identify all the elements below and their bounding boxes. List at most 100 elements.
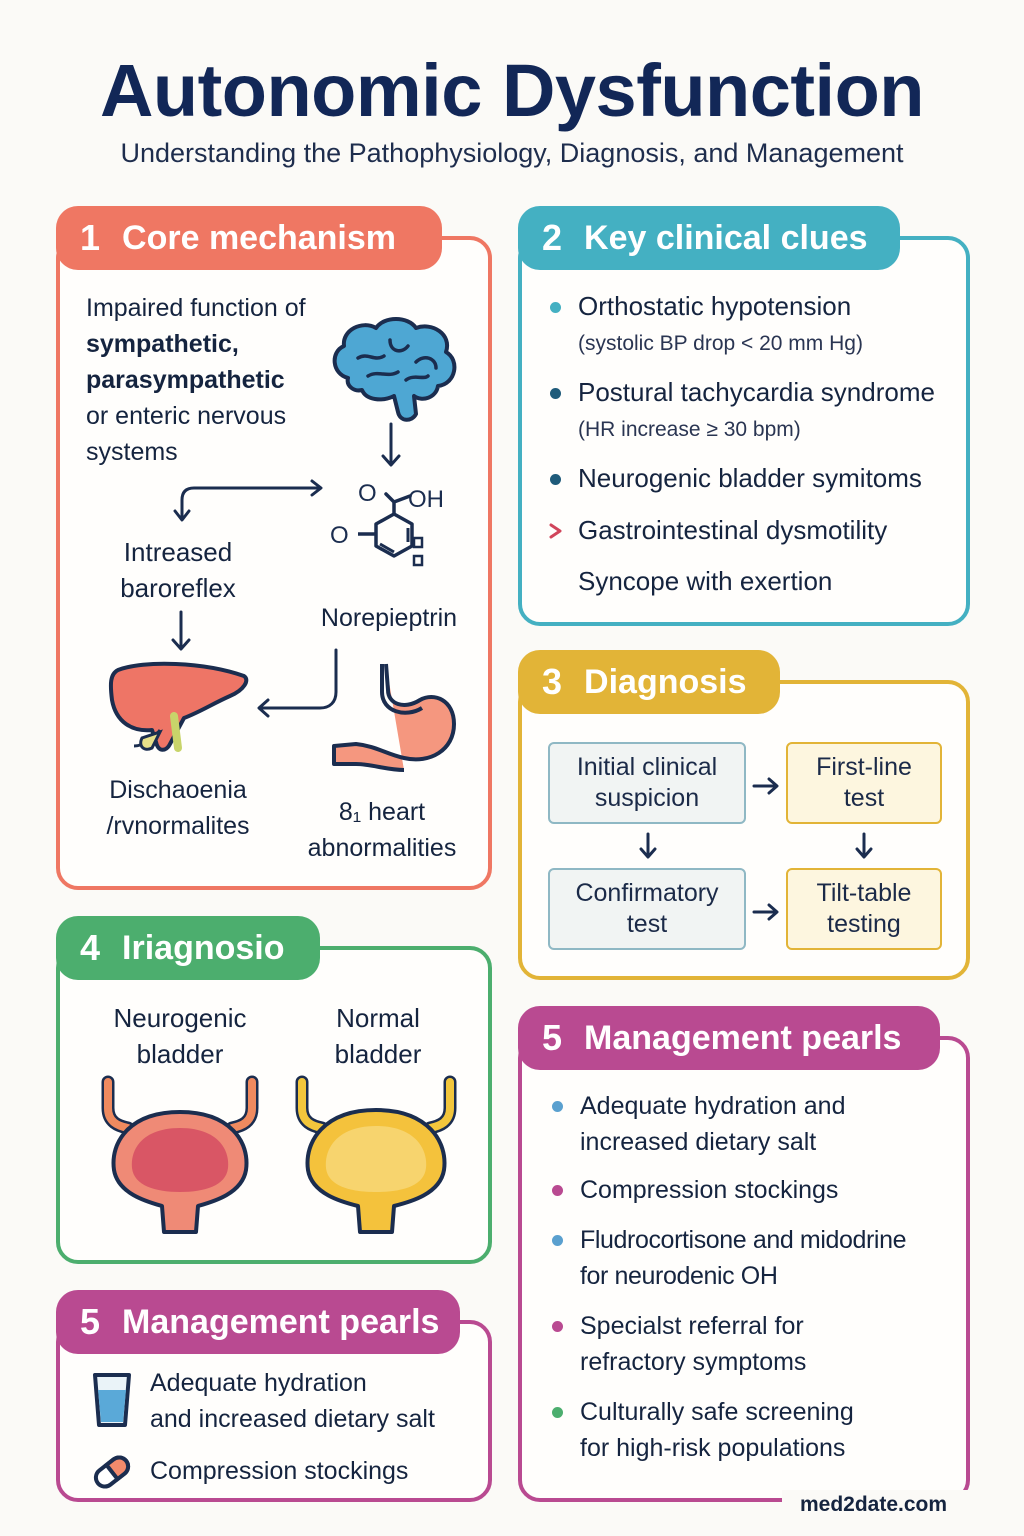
arrow-down (639, 832, 657, 859)
section-number: 5 (80, 1301, 101, 1342)
item-line: for high-risk populations (580, 1434, 846, 1462)
section-title: Management pearls (584, 1018, 902, 1057)
molecule-label-o2: O (330, 522, 349, 549)
intro-line: systems (86, 438, 178, 466)
arrow-down (381, 422, 401, 467)
box-line: suspicion (594, 784, 700, 812)
section-title: Diagnosis (584, 662, 747, 701)
label-line: bladder (334, 1039, 422, 1069)
clue-detail: (systolic BP drop < 20 mm Hg) (578, 332, 863, 355)
arrow-down (171, 610, 191, 651)
clinical-clues-card (518, 236, 970, 626)
core-mechanism-tab: 1 Core mechanism (56, 206, 442, 270)
box-line: test (843, 784, 885, 812)
chevron-right-icon (549, 523, 562, 539)
item-line: for neurodenic OH (580, 1262, 778, 1290)
section-number: 3 (542, 661, 563, 702)
management-tab-left: 5 Management pearls (56, 1290, 460, 1354)
arrow-curved (257, 648, 338, 718)
bullet-icon (552, 1321, 563, 1332)
clue-detail: (HR increase ≥ 30 bpm) (578, 418, 801, 441)
molecule-icon (358, 492, 424, 567)
section-title: Management pearls (122, 1302, 440, 1341)
heart-line: 8₁ heart (338, 798, 426, 826)
arrow-down (855, 832, 873, 859)
clue-item: Syncope with exertion (578, 566, 833, 596)
arrow-right (752, 903, 779, 921)
bullet-icon (552, 1185, 563, 1196)
section-number: 5 (542, 1017, 563, 1058)
management-item: Adequate hydration and increased dietary… (150, 1365, 435, 1437)
molecule-label-o: O (358, 480, 377, 507)
item-line: Specialst referral for (580, 1312, 804, 1340)
management-tab-right: 5 Management pearls (518, 1006, 940, 1070)
item-line: and increased dietary salt (150, 1405, 435, 1433)
clinical-clues-tab: 2 Key clinical clues (518, 206, 900, 270)
clue-item: Orthostatic hypotension (578, 291, 852, 321)
molecule-label-oh: OH (408, 486, 444, 513)
intro-line: parasympathetic (86, 366, 285, 394)
diagnosis-tab: 3 Diagnosis (518, 650, 780, 714)
management-item: Compression stockings (150, 1457, 409, 1485)
norepinephrine-label: Norepieptrin (320, 604, 458, 632)
box-line: First-line (816, 753, 912, 781)
item-line: refractory symptoms (580, 1348, 807, 1376)
management-card-right (518, 1036, 970, 1502)
liver-line: Dischaoenia (109, 776, 247, 804)
management-item: Culturally safe screening for high-risk … (580, 1394, 854, 1466)
clue-item: Gastrointestinal dysmotility (578, 515, 888, 545)
heart-label: 8₁ heart abnormalities (294, 794, 470, 866)
item-line: Fludrocortisone and midodrine (580, 1226, 907, 1254)
item-line: Adequate hydration (150, 1369, 367, 1397)
section-title: Iriagnosio (122, 928, 285, 967)
label-line: Neurogenic (113, 1003, 247, 1033)
initial-suspicion-box: Initial clinical suspicion (548, 742, 746, 824)
bullet-icon (550, 474, 561, 485)
bullet-icon (552, 1407, 563, 1418)
baroreflex-label: Intreased baroreflex (90, 534, 266, 606)
page-title: Autonomic Dysfunction (99, 49, 925, 132)
arrow-curved (173, 479, 323, 522)
intro-line: sympathetic, (86, 330, 239, 358)
arrow-right (752, 777, 779, 795)
bladder-tab: 4 Iriagnosio (56, 916, 320, 980)
core-intro-text: Impaired function of sympathetic, parasy… (86, 290, 346, 470)
item-line: increased dietary salt (580, 1128, 817, 1156)
baroreflex-line: Intreased (123, 537, 233, 567)
brain-icon (332, 317, 457, 422)
liver-line: /rvnormalites (106, 812, 250, 840)
water-glass-icon (93, 1373, 131, 1427)
section-number: 1 (80, 217, 101, 258)
label-line: bladder (136, 1039, 224, 1069)
neurogenic-bladder-label: Neurogenic bladder (90, 1000, 270, 1072)
first-line-test-box: First-line test (786, 742, 942, 824)
intro-line: Impaired function of (86, 294, 306, 322)
neurogenic-bladder-icon (101, 1075, 259, 1234)
baroreflex-line: baroreflex (120, 573, 236, 603)
liver-icon (108, 661, 249, 752)
box-line: Initial clinical (576, 753, 718, 781)
clue-item: Neurogenic bladder symitoms (578, 463, 922, 493)
section-number: 4 (80, 927, 101, 968)
management-item: Adequate hydration and increased dietary… (580, 1088, 846, 1160)
heart-line: abnormalities (307, 834, 457, 862)
source-credit: med2date.com (782, 1490, 982, 1520)
bullet-icon (550, 302, 561, 313)
normal-bladder-icon (295, 1075, 457, 1234)
section-title: Key clinical clues (584, 218, 868, 257)
management-item: Compression stockings (580, 1176, 839, 1204)
box-line: testing (827, 910, 901, 938)
tilt-table-box: Tilt-table testing (786, 868, 942, 950)
section-title: Core mechanism (122, 218, 397, 257)
bullet-icon (550, 388, 561, 399)
box-line: Tilt-table (816, 879, 912, 907)
clue-item: Postural tachycardia syndrome (578, 377, 935, 407)
item-line: Adequate hydration and (580, 1092, 846, 1120)
liver-label: Dischaoenia /rvnormalites (86, 772, 270, 844)
pill-icon (93, 1455, 131, 1489)
item-line: Culturally safe screening (580, 1398, 854, 1426)
label-line: Normal (336, 1003, 420, 1033)
box-line: test (626, 910, 668, 938)
bullet-icon (552, 1235, 563, 1246)
stomach-icon (332, 663, 456, 772)
